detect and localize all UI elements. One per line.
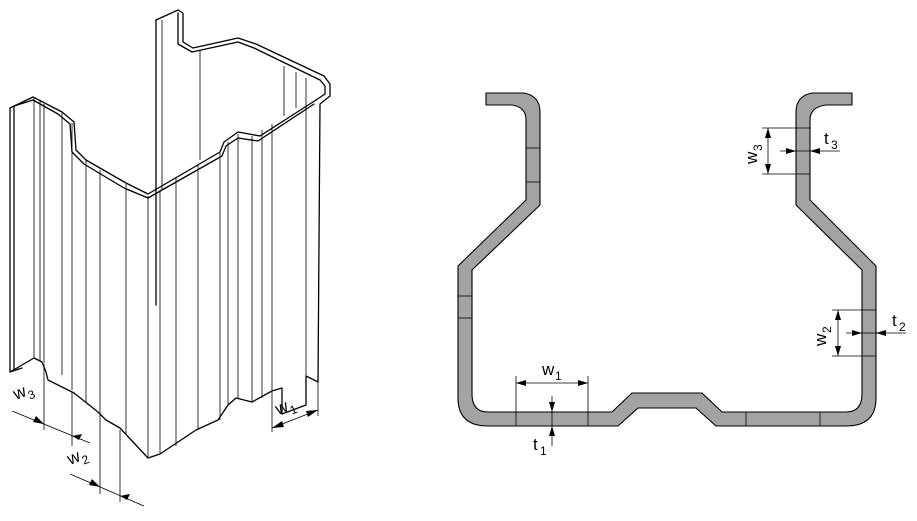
back-web-top-inner <box>177 12 326 101</box>
arrow-head <box>835 310 841 320</box>
t3-right-subscript: 3 <box>831 138 838 152</box>
arrow-head <box>578 380 588 386</box>
arrow-head <box>549 402 555 412</box>
w1-right-subscript: 1 <box>555 369 562 383</box>
w3-left-subscript: 3 <box>26 387 38 403</box>
isometric-sheet-pile <box>9 9 331 507</box>
front-left-flange-inner <box>13 99 315 199</box>
arrow-head <box>549 426 555 436</box>
arrow-head <box>306 410 318 417</box>
arrow-head <box>765 164 771 174</box>
arrow-head <box>33 416 44 424</box>
left-outer-edge <box>9 107 23 373</box>
back-wall-outline <box>155 9 331 415</box>
w3-right-letter: w <box>742 151 761 165</box>
w1-left-subscript: 1 <box>288 402 300 418</box>
arrow-head <box>786 148 796 154</box>
front-left-flange-top <box>9 96 317 195</box>
t3-right-label: t 3 <box>824 129 838 152</box>
w1-right-letter: w <box>541 360 555 379</box>
arrow-head <box>120 494 130 500</box>
w2-right-label: w 2 <box>811 326 834 347</box>
t2-right-label: t 2 <box>892 311 906 334</box>
w3-right-label: w 3 <box>742 144 765 165</box>
arrow-head <box>272 421 284 428</box>
cross-section-profile <box>457 92 906 446</box>
t2-right-subscript: 2 <box>899 320 906 334</box>
profile-shape <box>457 92 877 427</box>
w2-left-label: w 2 <box>63 446 92 469</box>
bottom-contour <box>9 357 283 459</box>
arrow-head <box>852 330 862 336</box>
w2-right-subscript: 2 <box>820 326 834 333</box>
arrow-head <box>89 479 100 487</box>
t1-right-subscript: 1 <box>540 444 547 458</box>
w1-right-label: w 1 <box>541 360 562 383</box>
arrow-head <box>765 128 771 138</box>
w2-left-subscript: 2 <box>80 452 92 468</box>
t2-right-letter: t <box>892 311 897 330</box>
arrow-head <box>810 148 820 154</box>
t1-right-letter: t <box>533 435 538 454</box>
arrow-head <box>516 380 526 386</box>
w2-dim-line <box>69 473 145 507</box>
arrow-head <box>72 434 82 440</box>
t3-right-letter: t <box>824 129 829 148</box>
w2-right-letter: w <box>811 333 830 347</box>
w3-right-subscript: 3 <box>751 144 765 151</box>
t1-right-label: t 1 <box>533 435 547 458</box>
arrow-head <box>835 346 841 356</box>
arrow-head <box>876 330 886 336</box>
w1-left-label: w 1 <box>271 396 300 419</box>
w3-left-label: w 3 <box>9 381 38 404</box>
